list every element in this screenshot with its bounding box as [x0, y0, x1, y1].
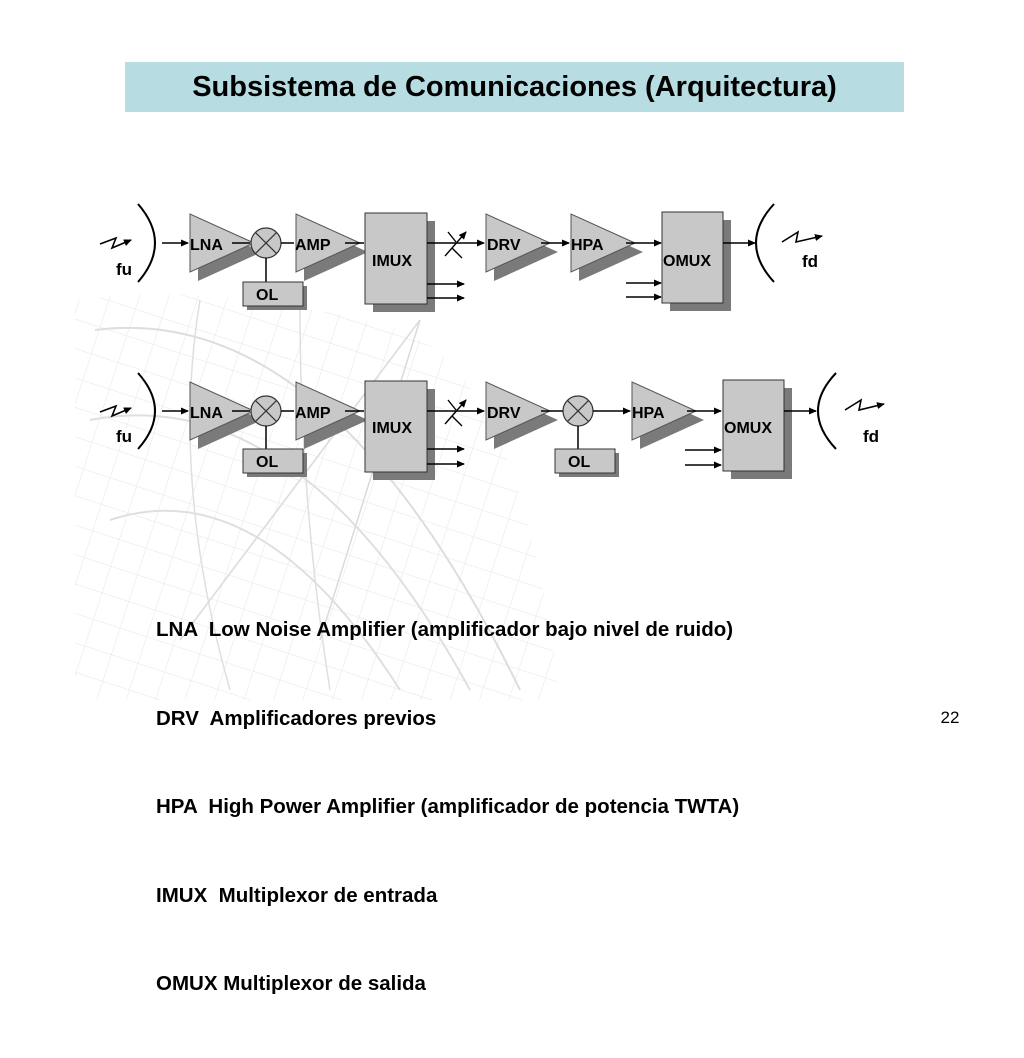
mixer-icon	[250, 395, 282, 427]
mixer-icon	[562, 395, 594, 427]
title-banner: Subsistema de Comunicaciones (Arquitectu…	[125, 62, 904, 112]
downlink-label: fd	[863, 427, 879, 446]
legend-line-omux: OMUX Multiplexor de salida	[156, 972, 426, 995]
hpa-label: HPA	[632, 405, 665, 422]
legend-line-imux: IMUX Multiplexor de entrada	[156, 883, 438, 907]
ol-box	[554, 448, 616, 474]
chain-row-2: fu LNA OL AMP	[99, 372, 885, 480]
amp-block	[295, 381, 368, 449]
ol-box	[242, 448, 304, 474]
imux-label: IMUX	[372, 253, 412, 270]
downlink-signal-icon	[781, 230, 823, 244]
uplink-label: fu	[116, 260, 132, 279]
ol-label: OL	[568, 454, 590, 471]
transmit-antenna-icon	[817, 372, 837, 450]
hpa-block	[631, 381, 704, 449]
amp-label: AMP	[295, 405, 331, 422]
omux-box	[661, 211, 724, 304]
hpa-block	[570, 213, 643, 281]
omux-box	[722, 379, 785, 472]
chain-row-1: fu LNA OL AMP	[99, 203, 823, 312]
imux-label: IMUX	[372, 420, 412, 437]
amp-block	[295, 213, 368, 281]
lna-block	[189, 381, 262, 449]
legend-line-lna: LNA Low Noise Amplifier (amplificador ba…	[156, 618, 734, 641]
variable-attenuator-icon	[444, 399, 467, 427]
amp-label: AMP	[295, 237, 331, 254]
variable-attenuator-icon	[444, 231, 467, 259]
slide: Subsistema de Comunicaciones (Arquitectu…	[75, 62, 960, 995]
omux-label: OMUX	[724, 420, 772, 437]
lna-label: LNA	[190, 237, 223, 254]
uplink-signal-icon	[99, 236, 132, 250]
legend-line-hpa: HPA High Power Amplifier (amplificador d…	[156, 795, 740, 818]
architecture-diagram: fu LNA OL AMP	[75, 203, 885, 700]
imux-box	[364, 212, 428, 305]
ol-label: OL	[256, 454, 278, 471]
slide-title: Subsistema de Comunicaciones (Arquitectu…	[192, 70, 837, 103]
hpa-label: HPA	[571, 237, 604, 254]
drv-block	[485, 381, 558, 449]
legend-line-drv: DRV Amplificadores previos	[156, 706, 437, 730]
page-number: 22	[940, 708, 960, 727]
drv-label: DRV	[487, 405, 521, 422]
ol-label: OL	[256, 287, 278, 304]
downlink-signal-icon	[844, 398, 885, 412]
abbreviation-legend: LNA Low Noise Amplifier (amplificador ba…	[156, 556, 739, 1058]
drv-block	[485, 213, 558, 281]
lna-block	[189, 213, 262, 281]
lna-label: LNA	[190, 405, 223, 422]
drv-label: DRV	[487, 237, 521, 254]
uplink-signal-icon	[99, 404, 132, 418]
transmit-antenna-icon	[755, 203, 775, 283]
mixer-icon	[250, 227, 282, 259]
uplink-label: fu	[116, 427, 132, 446]
ol-box	[242, 281, 304, 307]
receive-antenna-icon	[137, 203, 156, 283]
imux-box	[364, 380, 428, 473]
downlink-label: fd	[802, 252, 818, 271]
receive-antenna-icon	[137, 372, 156, 450]
omux-label: OMUX	[663, 253, 711, 270]
